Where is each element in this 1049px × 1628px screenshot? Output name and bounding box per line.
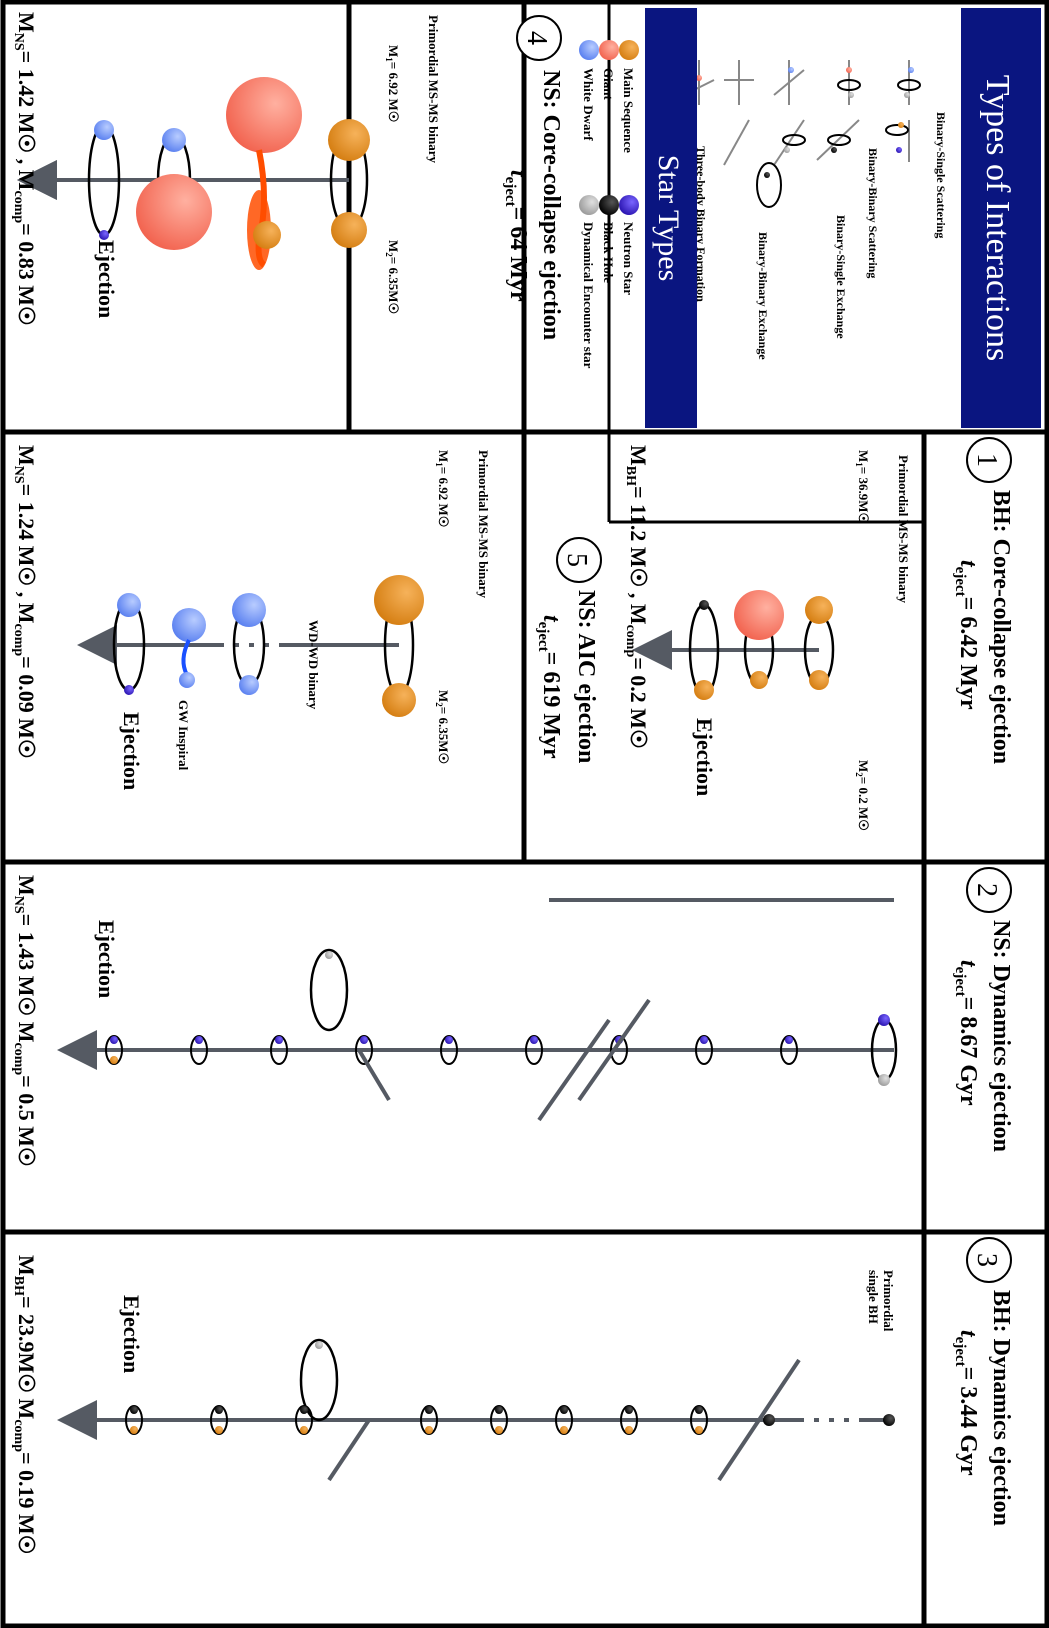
intro-label: Primordial MS-MS binary	[476, 450, 491, 599]
main-sequence-star	[805, 596, 833, 624]
panel-number-badge	[556, 537, 602, 583]
panel-4: 4 NS: Core-collapse ejection teject= 64 …	[11, 12, 564, 340]
m1-label: M1= 6.92 M☉	[434, 450, 451, 527]
eject-time: teject= 64 Myr	[502, 170, 531, 302]
ns-dynamics-sequence	[105, 948, 898, 1122]
intro-label: Primordial	[881, 1270, 896, 1332]
interactions-legend: Types of Interactions Binary-Single Scat…	[683, 8, 1041, 428]
legend-label-giant: Giant	[601, 68, 616, 100]
mass-summary: MBH= 11.2 M☉ , Mcomp= 0.2 M☉	[623, 445, 651, 749]
panel-number: 2	[971, 883, 1002, 897]
m2-label: M2= 6.35M☉	[434, 690, 451, 764]
star-types-title: Star Types	[652, 155, 685, 282]
white-dwarf	[162, 128, 186, 152]
star-types-legend: Star Types Main Sequence Neutron Star Gi…	[579, 8, 697, 428]
panel-1: 1 BH: Core-collapse ejection teject= 6.4…	[623, 437, 1014, 831]
legend-item: Binary-Single Exchange	[834, 215, 848, 339]
neutron-star	[124, 685, 134, 695]
panel-title: BH: Core-collapse ejection	[988, 490, 1014, 764]
legend-item: Three-body Binary Formation	[694, 146, 708, 302]
panel-number: 3	[971, 1253, 1002, 1267]
giant-star	[226, 77, 302, 153]
giant-dot	[599, 40, 619, 60]
legend-item: Binary-Binary Exchange	[756, 232, 770, 360]
intro-label: Primordial MS-MS binary	[896, 455, 911, 604]
interactions-title: Types of Interactions	[979, 75, 1016, 362]
panel-number-badge	[516, 15, 562, 61]
main-sequence-star	[331, 212, 367, 248]
dynamical-dot	[579, 195, 599, 215]
white-dwarf	[172, 608, 206, 642]
panel-number-badge	[966, 1237, 1012, 1283]
main-sequence-dot	[619, 40, 639, 60]
panel-title: NS: Dynamics ejection	[988, 920, 1014, 1152]
mass-summary: MNS= 1.24 M☉ , Mcomp= 0.09 M☉	[11, 445, 39, 759]
panel-3: 3 BH: Dynamics ejection teject= 3.44 Gyr…	[11, 1237, 1014, 1555]
m1-label: M1= 36.9M☉	[854, 450, 871, 524]
white-dwarf	[232, 593, 266, 627]
neutron-star-dot	[619, 195, 639, 215]
legend-item: Binary-Single Scattering	[934, 112, 948, 238]
panel-number: 4	[521, 31, 552, 45]
star-types-header-bg	[645, 8, 697, 428]
panel-2: 2 NS: Dynamics ejection teject= 8.67 Gyr	[11, 867, 1014, 1167]
interaction-icons	[683, 60, 921, 208]
wd-label: WD-WD binary	[306, 620, 321, 710]
mass-summary: MNS= 1.42 M☉ , Mcomp= 0.83 M☉	[11, 12, 39, 326]
panel-number-badge	[966, 437, 1012, 483]
panel-title: BH: Dynamics ejection	[988, 1290, 1014, 1526]
gw-label: GW Inspiral	[176, 700, 191, 771]
m2-label: M2= 6.35M☉	[384, 240, 401, 314]
black-hole	[699, 600, 709, 610]
m1-label: M1= 6.92 M☉	[384, 45, 401, 122]
panel-number: 5	[561, 553, 592, 567]
white-dwarf	[239, 675, 259, 695]
legend-label-ns: Neutron Star	[621, 222, 636, 295]
legend-label-dyn: Dynamical Encounter star	[581, 222, 596, 369]
giant-star	[734, 590, 784, 640]
ejection-label: Ejection	[94, 920, 119, 998]
eject-time: teject= 8.67 Gyr	[952, 960, 981, 1106]
main-sequence-star	[382, 683, 416, 717]
intro-label: single BH	[866, 1270, 881, 1324]
white-dwarf	[94, 120, 114, 140]
panel-5: 5 NS: AIC ejection teject= 619 Myr Primo…	[11, 445, 602, 790]
eject-time: teject= 3.44 Gyr	[952, 1330, 981, 1476]
main-sequence-star	[750, 671, 768, 689]
ejection-label: Ejection	[119, 712, 144, 790]
white-dwarf	[179, 672, 195, 688]
main-sequence-star	[253, 221, 281, 249]
main-sequence-star	[328, 119, 370, 161]
white-dwarf-dot	[579, 40, 599, 60]
neutron-star	[99, 230, 109, 240]
legend-item: Binary-Binary Scattering	[866, 148, 880, 278]
ejection-label: Ejection	[692, 718, 717, 796]
giant-star	[136, 174, 212, 250]
white-dwarf	[117, 593, 141, 617]
panel-title: NS: Core-collapse ejection	[538, 70, 564, 340]
m2-label: M2= 0.2 M☉	[854, 760, 871, 831]
main-sequence-star	[694, 680, 714, 700]
legend-label-wd: White Dwarf	[581, 68, 596, 141]
mass-summary: MNS= 1.43 M☉ Mcomp= 0.5 M☉	[11, 875, 39, 1167]
bh-dynamics-sequence	[125, 1338, 895, 1482]
legend-label-bh: Black Hole	[601, 222, 616, 283]
interaction-star-dots	[696, 67, 914, 178]
interactions-header-bg	[961, 8, 1041, 428]
eject-time: teject= 619 Myr	[535, 615, 564, 759]
eject-time: teject= 6.42 Myr	[952, 560, 981, 710]
legend-label-ms: Main Sequence	[621, 68, 636, 153]
panel-number-badge	[966, 867, 1012, 913]
intro-label: Primordial MS-MS binary	[426, 15, 441, 164]
mass-summary: MBH= 23.9M☉ Mcomp= 0.19 M☉	[11, 1255, 39, 1555]
black-hole-dot	[599, 195, 619, 215]
main-sequence-star	[374, 575, 424, 625]
ejection-label: Ejection	[119, 1295, 144, 1373]
ejection-label: Ejection	[94, 240, 119, 318]
panel-number: 1	[971, 453, 1002, 467]
panel-title: NS: AIC ejection	[573, 590, 599, 763]
main-sequence-star	[809, 670, 829, 690]
